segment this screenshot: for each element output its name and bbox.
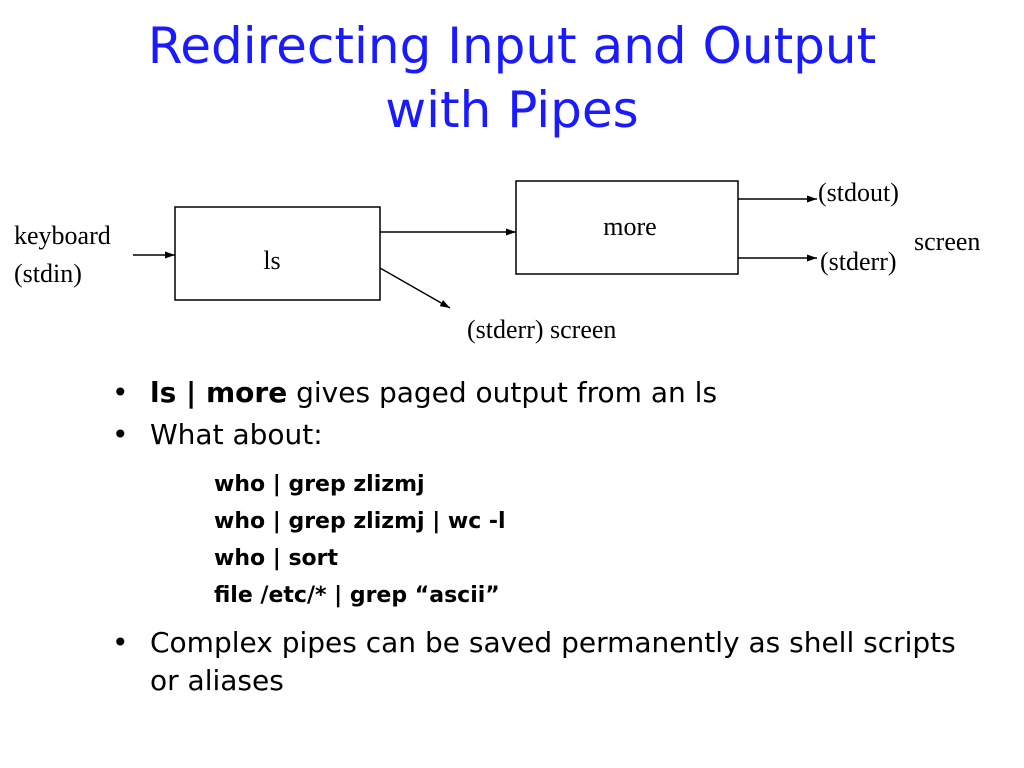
bullet-text: Complex pipes can be saved permanently a… (150, 626, 956, 697)
stdout-label: (stdout) (818, 178, 899, 207)
more-box-label: more (603, 212, 656, 241)
title-line-2: with Pipes (385, 81, 639, 139)
bullet-symbol: • (112, 376, 129, 409)
ls-box (174, 206, 381, 301)
bullet-list: • ls | more gives paged output from an l… (112, 374, 992, 704)
command-line: who | grep zlizmj (214, 472, 425, 497)
bullet-symbol: • (112, 418, 129, 451)
bullet-item: • Complex pipes can be saved permanently… (112, 624, 992, 700)
ls-stderr-arrow (379, 267, 451, 309)
bullet-bold-command: ls | more (150, 376, 288, 409)
ls-stderr-label: (stderr) screen (467, 315, 616, 344)
ls-box-label: ls (263, 246, 280, 275)
command-examples: who | grep zlizmj who | grep zlizmj | wc… (214, 466, 992, 614)
bullet-item: • What about: (112, 416, 992, 454)
bullet-text: What about: (150, 418, 323, 451)
stderr-label: (stderr) (820, 247, 897, 276)
more-box (515, 180, 739, 275)
stdin-label: (stdin) (14, 259, 82, 288)
screen-label: screen (914, 227, 980, 256)
title-line-1: Redirecting Input and Output (147, 17, 877, 75)
bullet-text: gives paged output from an ls (287, 376, 718, 409)
command-line: file /etc/* | grep “ascii” (214, 583, 500, 608)
command-line: who | grep zlizmj | wc -l (214, 509, 506, 534)
slide-title: Redirecting Input and Output with Pipes (0, 14, 1024, 142)
keyboard-label: keyboard (14, 221, 111, 250)
bullet-symbol: • (112, 626, 129, 659)
pipe-diagram: keyboard (stdin) ls more (stdout) (stder… (14, 178, 980, 344)
bullet-item: • ls | more gives paged output from an l… (112, 374, 992, 412)
command-line: who | sort (214, 546, 339, 571)
